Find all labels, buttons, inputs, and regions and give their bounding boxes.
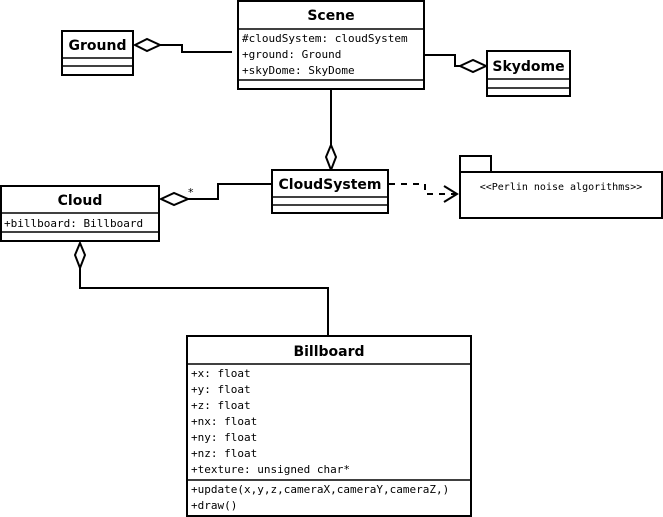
package-label: <<Perlin noise algorithms>> [480,182,643,193]
class-scene[interactable]: Scene #cloudSystem: cloudSystem +ground:… [237,0,425,90]
attribute: #cloudSystem: cloudSystem [242,32,408,45]
class-name-skydome: Skydome [492,59,564,75]
attribute: +skyDome: SkyDome [242,64,355,77]
scene-skydome-association [425,54,460,67]
billboard-aggregation-diamond [73,240,87,271]
class-skydome[interactable]: Skydome [486,50,571,97]
attribute: +nz: float [191,447,257,460]
class-billboard[interactable]: Billboard +x: float +y: float +z: float … [186,335,472,517]
attribute: +billboard: Billboard [4,217,143,230]
attribute: +y: float [191,383,251,396]
attribute: +ny: float [191,431,257,444]
skydome-aggregation-diamond [457,58,489,74]
attribute: +x: float [191,367,251,380]
cloud-aggregation-diamond [158,191,191,207]
ground-aggregation-diamond [132,37,163,53]
attribute: +texture: unsigned char* [191,463,350,476]
cloudsystem-aggregation-diamond [324,142,338,173]
cloud-billboard-association [79,268,329,336]
cloudsystem-multiplicity: * [188,186,194,199]
class-name-cloud: Cloud [58,193,103,209]
operation: +update(x,y,z,cameraX,cameraY,cameraZ,) [191,483,449,496]
operation: +draw() [191,499,237,512]
cloudsystem-package-dependency [389,183,455,195]
class-cloudsystem[interactable]: CloudSystem [271,169,389,214]
dependency-arrowhead [443,185,459,203]
class-name-cloudsystem: CloudSystem [279,177,382,193]
ground-scene-association [160,44,232,53]
class-ground[interactable]: Ground [61,30,134,76]
cloud-cloudsystem-association [188,183,272,200]
class-cloud[interactable]: Cloud +billboard: Billboard [0,185,160,242]
class-name-ground: Ground [69,38,127,54]
class-name-billboard: Billboard [293,344,364,360]
class-name-scene: Scene [307,8,354,24]
attribute: +ground: Ground [242,48,341,61]
attribute: +z: float [191,399,251,412]
package-perlin-noise[interactable]: <<Perlin noise algorithms>> [459,155,663,219]
attribute: +nx: float [191,415,257,428]
